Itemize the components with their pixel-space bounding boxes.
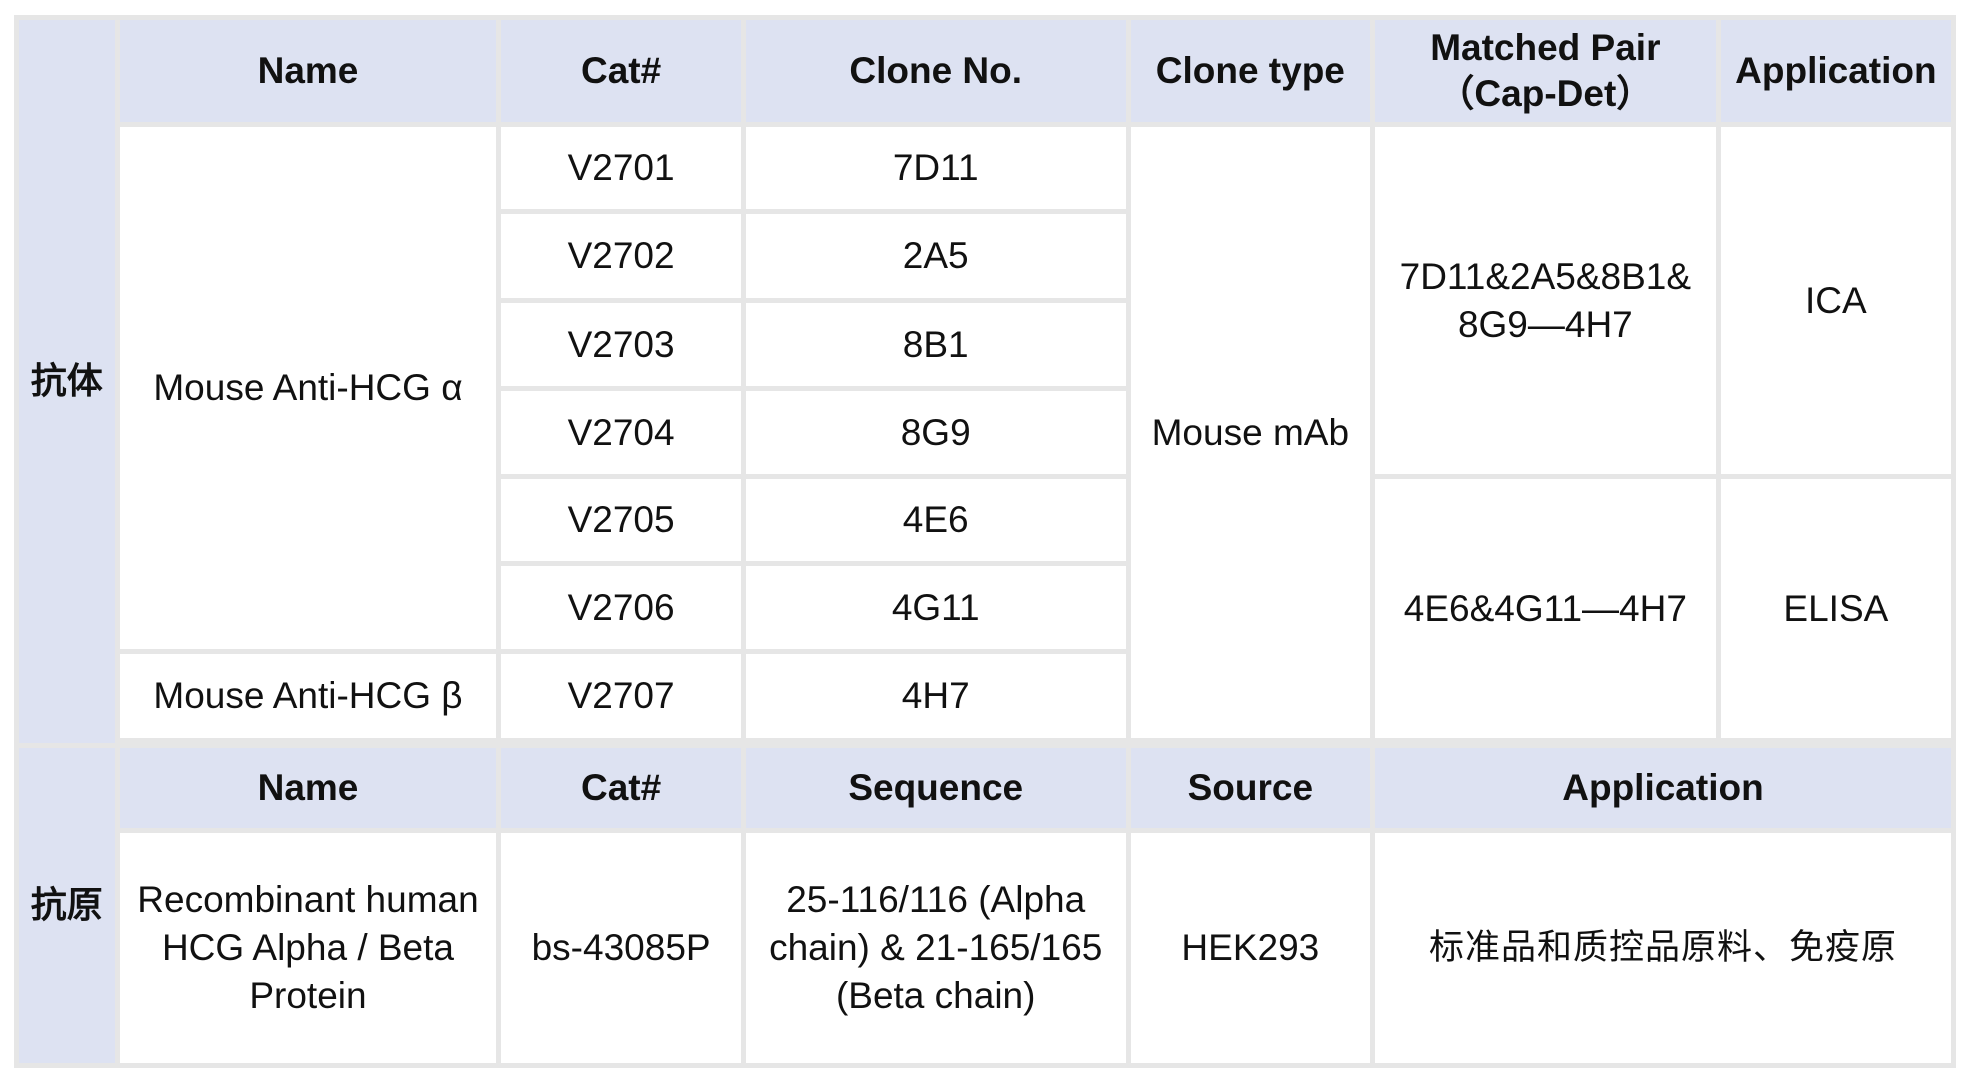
table-row: V2706 4G11 — [19, 566, 1951, 649]
header-clone-type: Clone type — [1130, 20, 1370, 122]
antigen-sequence-line3: (Beta chain) — [835, 975, 1036, 1016]
header-clone-no: Clone No. — [745, 20, 1126, 122]
clone-cell: 4H7 — [745, 654, 1126, 738]
clone-cell: 4E6 — [745, 479, 1126, 561]
header-matched-pair: Matched Pair （Cap-Det） — [1374, 20, 1716, 122]
antigen-header-cat: Cat# — [501, 748, 741, 828]
cat-cell: V2703 — [501, 303, 741, 386]
table-row: V2705 4E6 4E6&4G11—4H7 ELISA — [19, 479, 1951, 738]
antibody-header-row: 抗体 Name Cat# Clone No. Clone type Matche… — [19, 20, 1951, 743]
clone-cell: 2A5 — [745, 214, 1126, 298]
antigen-header-row: 抗原 Name Cat# Sequence Source Application — [19, 748, 1951, 1063]
cat-cell: V2704 — [501, 391, 741, 474]
application-ica: ICA — [1720, 127, 1951, 474]
table-row: Mouse Anti-HCG β V2707 4H7 — [19, 654, 1951, 738]
antigen-header-source: Source — [1130, 748, 1370, 828]
antibody-name-beta: Mouse Anti-HCG β — [119, 654, 497, 738]
table-row: V2702 2A5 — [19, 214, 1951, 298]
antigen-sequence-line2: chain) & 21-165/165 — [769, 927, 1103, 968]
antigen-section-label: 抗原 — [19, 748, 115, 1063]
clone-cell: 8G9 — [745, 391, 1126, 474]
matched-pair-ica-line1: 7D11&2A5&8B1& — [1399, 255, 1692, 297]
antigen-source: HEK293 — [1130, 833, 1370, 1063]
antigen-header-sequence: Sequence — [745, 748, 1126, 828]
cat-cell: V2701 — [501, 127, 741, 209]
table-row: V2704 8G9 — [19, 391, 1951, 474]
antigen-sequence: 25-116/116 (Alpha chain) & 21-165/165 (B… — [745, 833, 1126, 1063]
hcg-product-table: 抗体 Name Cat# Clone No. Clone type Matche… — [14, 15, 1956, 1068]
clone-cell: 7D11 — [745, 127, 1126, 209]
header-matched-pair-line2: （Cap-Det） — [1437, 73, 1654, 114]
cat-cell: V2706 — [501, 566, 741, 649]
header-cat: Cat# — [501, 20, 741, 122]
table-row: V2703 8B1 — [19, 303, 1951, 386]
antigen-name-line3: Protein — [249, 975, 367, 1016]
matched-pair-ica: 7D11&2A5&8B1& 8G9—4H7 — [1374, 127, 1716, 474]
antigen-name: Recombinant human HCG Alpha / Beta Prote… — [119, 833, 497, 1063]
antigen-name-line1: Recombinant human — [137, 879, 479, 920]
antibody-name-alpha: Mouse Anti-HCG α — [119, 127, 497, 649]
antibody-section-label: 抗体 — [19, 20, 115, 743]
antigen-sequence-line1: 25-116/116 (Alpha — [786, 879, 1086, 920]
matched-pair-elisa: 4E6&4G11—4H7 — [1374, 479, 1716, 738]
cat-cell: V2707 — [501, 654, 741, 738]
clone-cell: 4G11 — [745, 566, 1126, 649]
clone-type-cell: Mouse mAb — [1130, 127, 1370, 738]
cat-cell: V2705 — [501, 479, 741, 561]
antigen-header-application: Application — [1374, 748, 1951, 828]
matched-pair-ica-line2: 8G9—4H7 — [1457, 303, 1633, 345]
clone-cell: 8B1 — [745, 303, 1126, 386]
table-row: Mouse Anti-HCG α V2701 7D11 Mouse mAb 7D… — [19, 127, 1951, 738]
header-name: Name — [119, 20, 497, 122]
application-elisa: ELISA — [1720, 479, 1951, 738]
antigen-name-line2: HCG Alpha / Beta — [161, 927, 454, 968]
header-application: Application — [1720, 20, 1951, 122]
header-matched-pair-line1: Matched Pair — [1430, 27, 1661, 68]
antigen-header-name: Name — [119, 748, 497, 828]
antigen-application: 标准品和质控品原料、免疫原 — [1374, 833, 1951, 1063]
antigen-row: Recombinant human HCG Alpha / Beta Prote… — [19, 833, 1951, 1063]
antigen-cat: bs-43085P — [501, 833, 741, 1063]
cat-cell: V2702 — [501, 214, 741, 298]
